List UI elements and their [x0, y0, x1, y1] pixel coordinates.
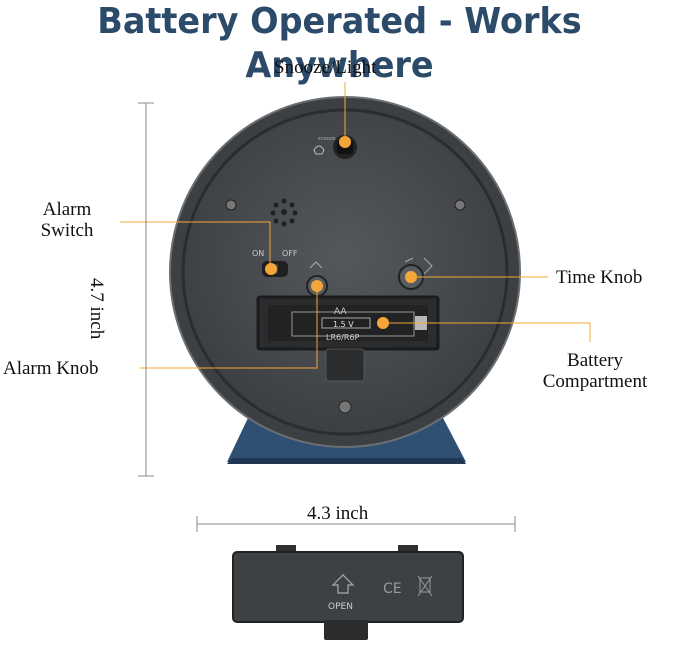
callout-dots [265, 136, 417, 329]
callout-alarm-knob: Alarm Knob [3, 358, 99, 379]
width-dimension-label: 4.3 inch [307, 503, 369, 524]
off-label: OFF [282, 249, 298, 258]
width-dimension-line [196, 516, 516, 532]
callout-time-knob: Time Knob [556, 267, 643, 288]
screw-icon [338, 400, 352, 414]
speaker-grille [270, 198, 298, 227]
headline: Battery Operated - Works Anywhere [97, 1, 582, 86]
height-dimension-label: 4.7 inch [86, 278, 107, 340]
recycle-bin-icon [417, 575, 433, 597]
battery-latch [325, 348, 365, 382]
on-label: ON [252, 249, 264, 258]
battery-cover: OPEN CE [232, 545, 464, 640]
open-arrow-icon [331, 574, 355, 594]
battery-type-label: AA [334, 307, 347, 317]
cover-open-label: OPEN [328, 602, 353, 612]
callout-battery-line1: Battery [567, 350, 623, 371]
callout-snooze-light: Snooze/Light [274, 57, 377, 78]
snooze-tiny-label: snooze [318, 136, 336, 142]
battery-symbol [291, 311, 415, 337]
callout-alarm-switch-line1: Alarm [42, 199, 92, 220]
callout-battery-line2: Compartment [542, 371, 648, 392]
callout-alarm-switch-line2: Switch [40, 220, 94, 241]
battery-model-label: LR6/R6P [326, 333, 359, 342]
ce-mark: CE [383, 581, 402, 597]
height-dimension-line [138, 102, 154, 477]
voltage-label: 1.5 V [333, 320, 354, 329]
screw-icon [454, 199, 466, 211]
callout-battery-compartment: Battery Compartment [520, 350, 670, 392]
callout-alarm-switch: Alarm Switch [27, 199, 107, 241]
screw-icon [225, 199, 237, 211]
